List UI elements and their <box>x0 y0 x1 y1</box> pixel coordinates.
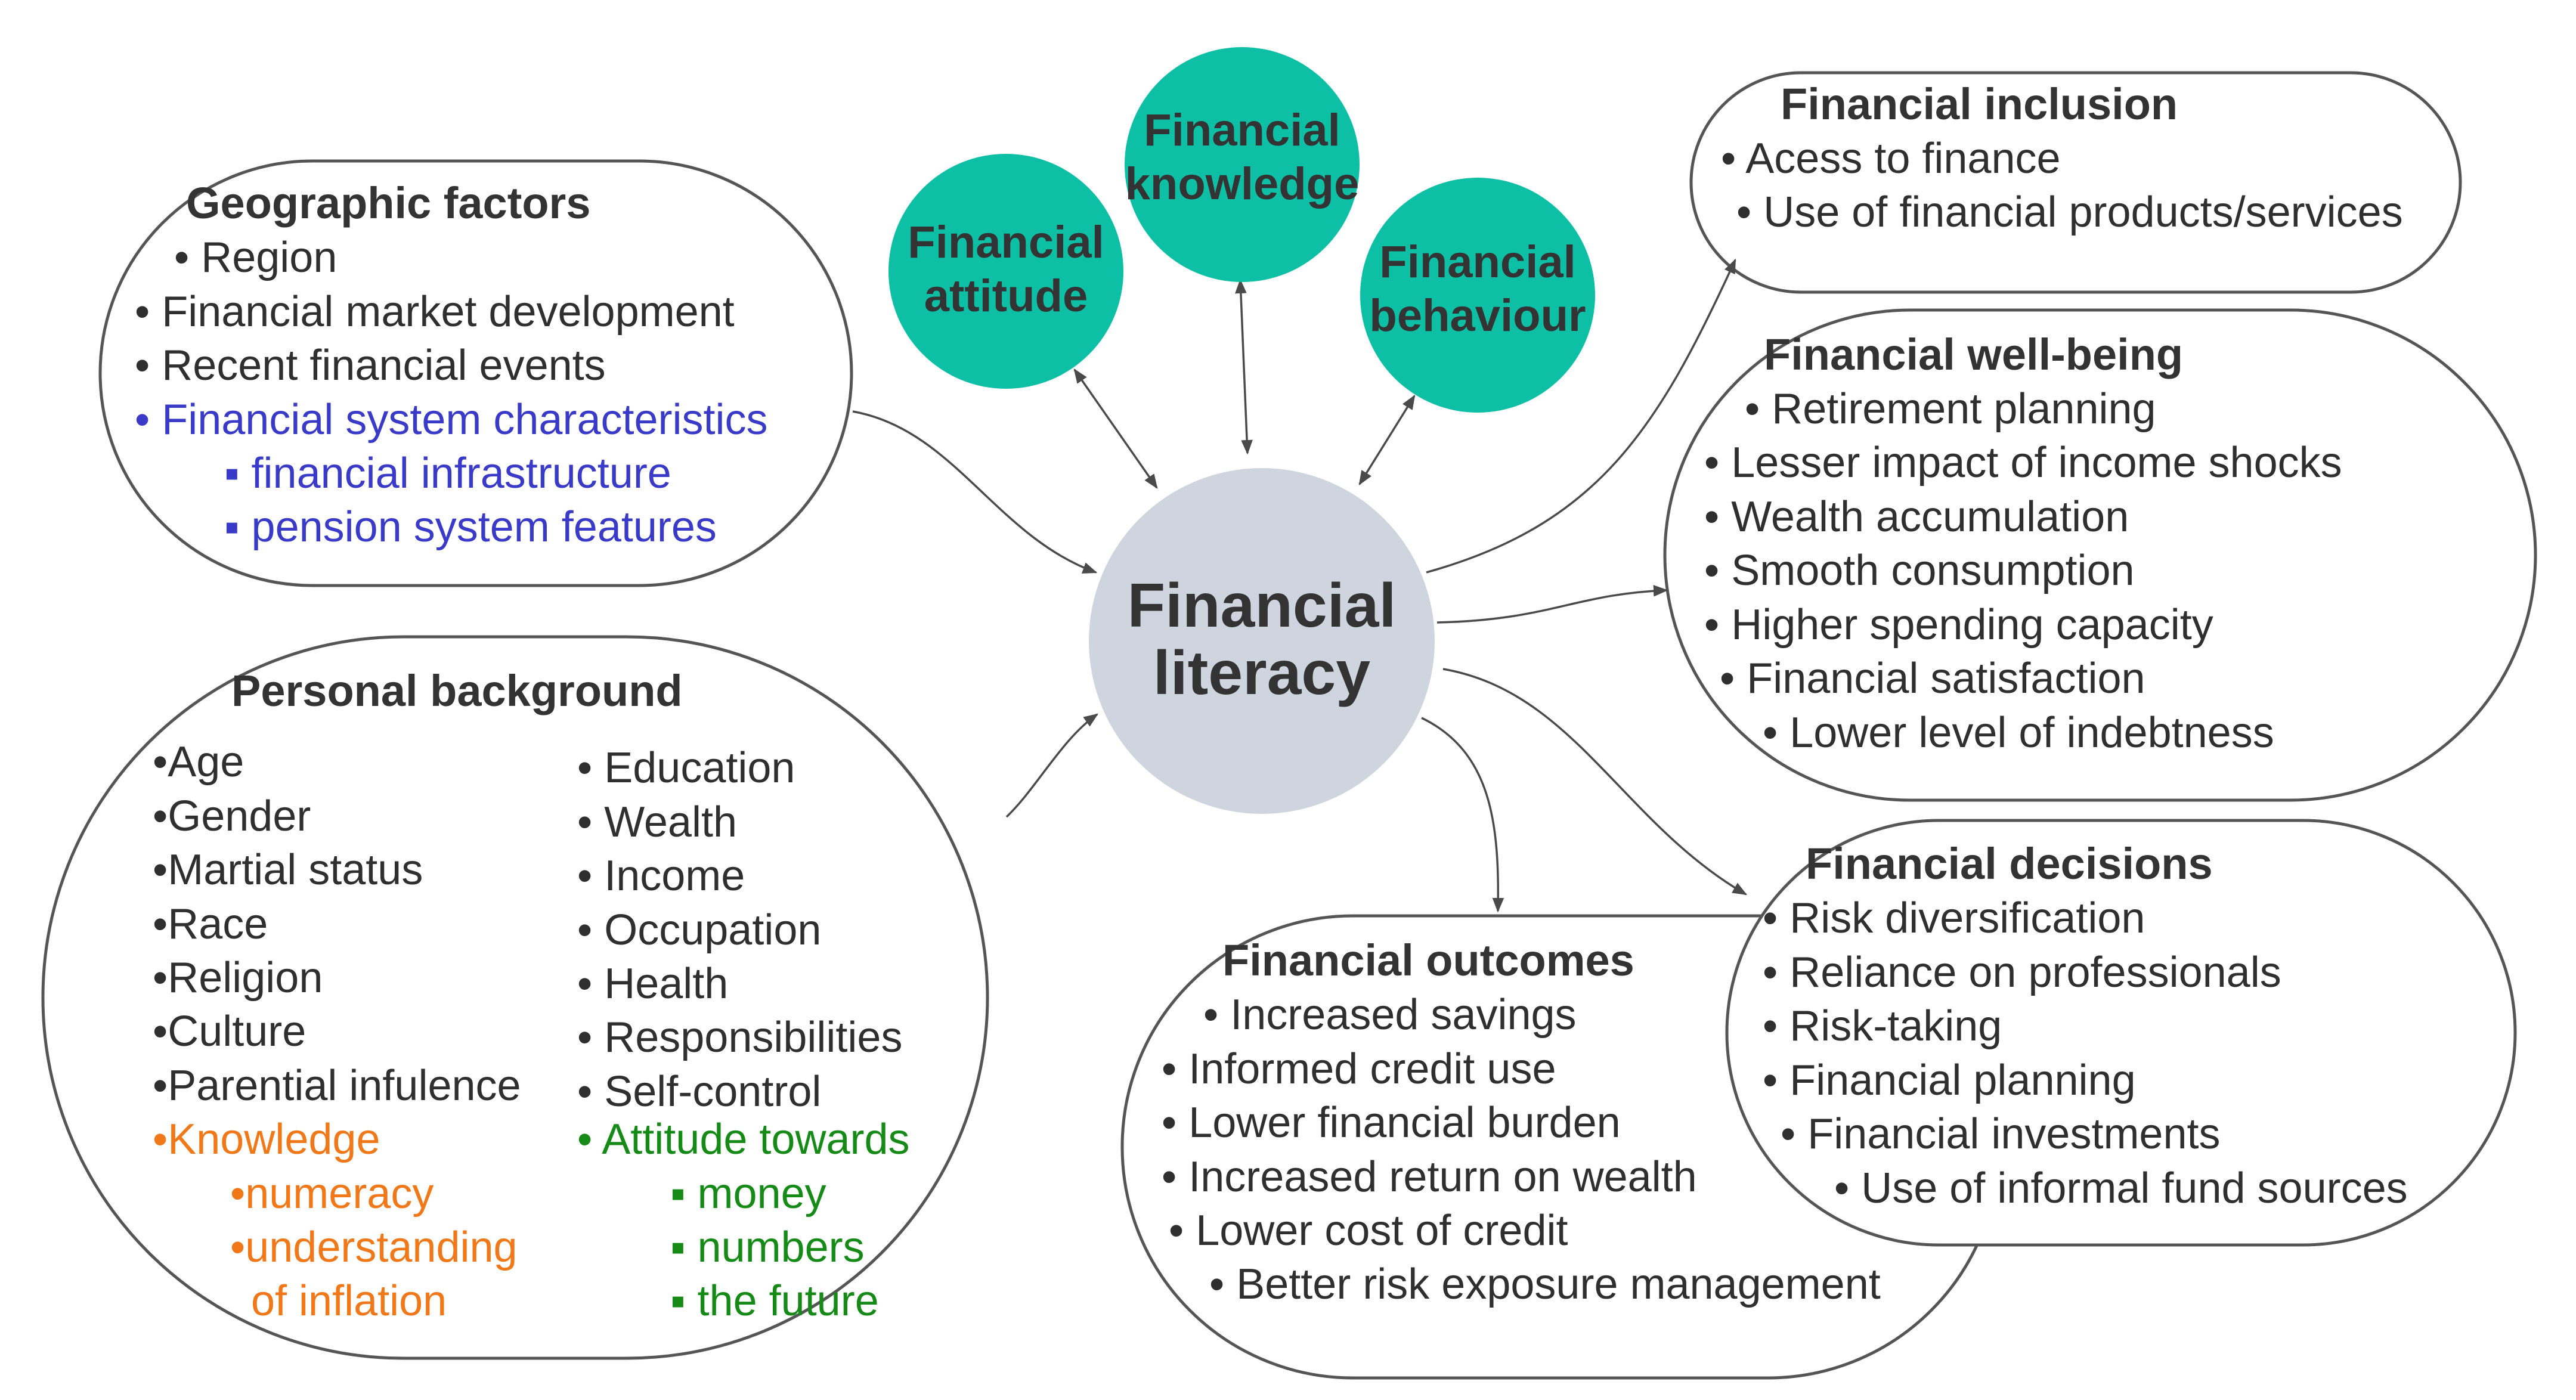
arrow-literacy-to-wellbeing <box>1436 585 1668 624</box>
financial-literacy-circle <box>1089 468 1435 814</box>
personal-knowledge-numeracy: •numeracy <box>230 1170 434 1218</box>
personal-parental: •Parential infulence <box>153 1062 521 1110</box>
wellbeing-item-0: • Retirement planning <box>1745 385 2156 433</box>
wellbeing-item-2: • Wealth accumulation <box>1704 493 2129 541</box>
geographic-sub-pension: ▪ pension system features <box>224 503 717 551</box>
arrow-literacy-behaviour <box>1358 394 1416 486</box>
geographic-item-market: • Financial market development <box>135 288 735 336</box>
decisions-item-3: • Financial planning <box>1763 1057 2136 1104</box>
personal-marital: •Martial status <box>153 846 423 894</box>
personal-responsibilities: • Responsibilities <box>577 1014 902 1061</box>
wellbeing-item-3: • Smooth consumption <box>1704 547 2135 594</box>
inclusion-item-use: • Use of financial products/services <box>1736 188 2403 236</box>
geographic-item-system: • Financial system characteristics <box>135 396 768 444</box>
personal-knowledge-inflation-2: of inflation <box>251 1277 447 1325</box>
arrow-personal-to-literacy <box>1005 713 1099 818</box>
personal-knowledge-inflation-1: •understanding <box>230 1224 518 1271</box>
financial-behaviour-line2: behaviour <box>1369 290 1586 341</box>
personal-income: • Income <box>577 852 745 900</box>
wellbeing-item-6: • Lower level of indebtness <box>1763 709 2274 757</box>
financial-literacy-line1: Financial <box>1128 571 1397 640</box>
arrow-literacy-attitude <box>1073 368 1158 490</box>
arrow-literacy-knowledge <box>1235 278 1253 455</box>
inclusion-title: Financial inclusion <box>1781 79 2178 129</box>
wellbeing-item-4: • Higher spending capacity <box>1704 601 2213 649</box>
financial-knowledge-circle <box>1125 47 1360 282</box>
decisions-item-4: • Financial investments <box>1781 1110 2221 1158</box>
financial-attitude-circle <box>888 154 1123 389</box>
personal-education: • Education <box>577 744 795 792</box>
personal-race: •Race <box>153 900 268 948</box>
wellbeing-item-5: • Financial satisfaction <box>1720 655 2145 702</box>
personal-health: • Health <box>577 960 728 1008</box>
personal-title: Personal background <box>231 666 683 716</box>
arrow-literacy-to-inclusion <box>1426 258 1736 574</box>
geographic-title: Geographic factors <box>186 178 591 228</box>
outcomes-title: Financial outcomes <box>1222 936 1634 985</box>
financial-attitude-line1: Financial <box>908 217 1104 268</box>
decisions-item-0: • Risk diversification <box>1763 894 2145 942</box>
financial-knowledge-line1: Financial <box>1144 105 1340 156</box>
geographic-sub-infrastructure: ▪ financial infrastructure <box>224 450 671 497</box>
financial-inclusion-box <box>1689 71 2462 294</box>
personal-attitude-future: ▪ the future <box>670 1277 879 1325</box>
geographic-factors-box <box>98 159 853 587</box>
outcomes-item-3: • Increased return on wealth <box>1162 1153 1697 1201</box>
personal-gender: •Gender <box>153 792 311 840</box>
decisions-item-2: • Risk-taking <box>1763 1002 2002 1050</box>
wellbeing-title: Financial well-being <box>1764 330 2183 379</box>
financial-decisions-box <box>1725 819 2517 1247</box>
outcomes-item-2: • Lower financial burden <box>1162 1099 1621 1147</box>
wellbeing-item-1: • Lesser impact of income shocks <box>1704 439 2342 487</box>
personal-occupation: • Occupation <box>577 906 821 954</box>
personal-culture: •Culture <box>153 1008 306 1055</box>
inclusion-item-access: • Acess to finance <box>1721 135 2061 182</box>
outcomes-item-0: • Increased savings <box>1203 991 1577 1039</box>
outcomes-item-1: • Informed credit use <box>1162 1045 1556 1093</box>
personal-self-control: • Self-control <box>577 1068 821 1116</box>
outcomes-item-4: • Lower cost of credit <box>1169 1207 1568 1255</box>
decisions-item-1: • Reliance on professionals <box>1763 949 2281 996</box>
personal-attitude-money: ▪ money <box>670 1170 826 1218</box>
financial-behaviour-circle <box>1360 178 1595 413</box>
personal-religion: •Religion <box>153 954 323 1002</box>
personal-attitude-numbers: ▪ numbers <box>670 1224 865 1271</box>
personal-age: •Age <box>153 738 244 786</box>
geographic-item-events: • Recent financial events <box>135 342 606 389</box>
personal-background-box <box>41 635 989 1360</box>
financial-attitude-line2: attitude <box>924 271 1088 321</box>
geographic-item-region: • Region <box>174 234 337 281</box>
financial-behaviour-line1: Financial <box>1379 237 1575 287</box>
personal-wealth: • Wealth <box>577 798 737 846</box>
financial-wellbeing-box <box>1663 308 2537 802</box>
financial-literacy-line2: literacy <box>1153 639 1370 708</box>
personal-knowledge: •Knowledge <box>153 1116 380 1163</box>
personal-attitude: • Attitude towards <box>577 1116 910 1163</box>
arrow-literacy-to-outcomes <box>1421 717 1504 913</box>
arrow-literacy-to-decisions <box>1442 668 1748 896</box>
financial-knowledge-line2: knowledge <box>1125 159 1360 209</box>
outcomes-item-5: • Better risk exposure management <box>1209 1260 1881 1308</box>
arrow-geographic-to-literacy <box>852 410 1098 574</box>
decisions-title: Financial decisions <box>1806 839 2213 888</box>
decisions-item-5: • Use of informal fund sources <box>1834 1164 2408 1212</box>
